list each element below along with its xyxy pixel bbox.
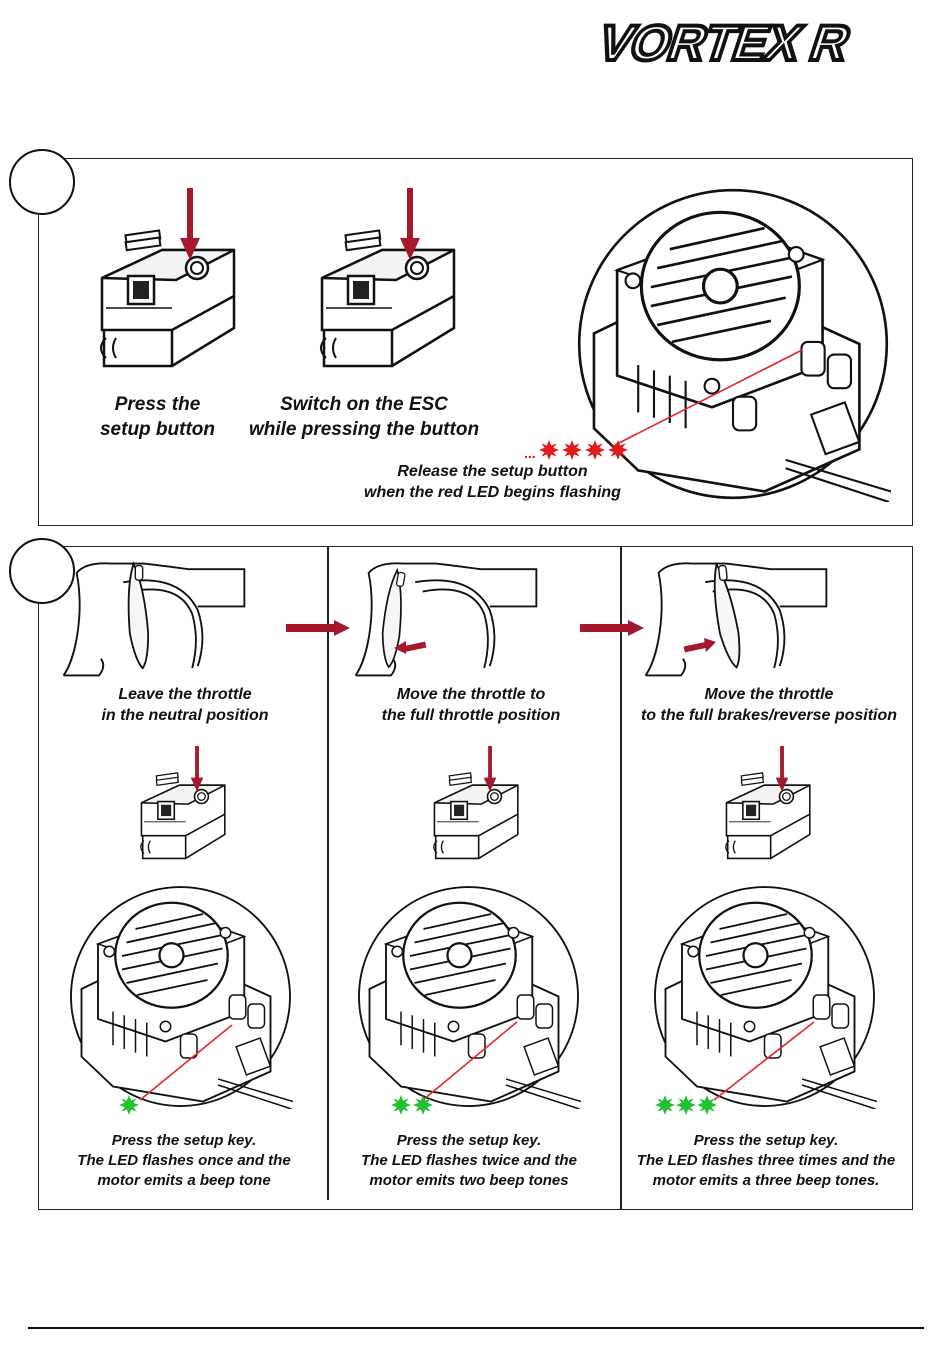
led-ellipsis: ... <box>524 445 536 461</box>
caption-throttle-brake: Move the throttle to the full brakes/rev… <box>640 686 898 724</box>
step2-panel <box>38 546 913 1210</box>
vortex-r-logo: VORTEX R <box>589 13 859 73</box>
throttle-full-illustration <box>350 552 555 687</box>
column-divider-2 <box>620 546 622 1210</box>
transition-arrow-1 <box>286 620 350 636</box>
green-led-col2 <box>391 1021 518 1115</box>
switch-press-illustration <box>92 188 242 378</box>
caption-led-twice: Press the setup key. The LED flashes twi… <box>361 1132 577 1189</box>
caption-led-three: Press the setup key. The LED flashes thr… <box>636 1132 896 1189</box>
switch-illustration-col3 <box>720 746 815 866</box>
step1-number-circle <box>9 149 75 215</box>
column-divider-1 <box>327 546 329 1200</box>
caption-switch-on: Switch on the ESC while pressing the but… <box>248 394 480 440</box>
red-led-indicators <box>539 349 803 460</box>
switch-illustration-col2 <box>428 746 523 866</box>
caption-throttle-full: Move the throttle to the full throttle p… <box>381 686 561 724</box>
footer-rule <box>28 1327 924 1329</box>
caption-release-setup: Release the setup button when the red LE… <box>364 463 621 501</box>
switch-illustration-col1 <box>135 746 230 866</box>
throttle-neutral-illustration <box>58 552 263 687</box>
caption-throttle-neutral: Leave the throttle in the neutral positi… <box>101 686 269 724</box>
transition-arrow-2 <box>580 620 644 636</box>
throttle-brake-illustration <box>640 561 845 687</box>
caption-press-setup: Press the setup button <box>99 394 216 440</box>
green-led-col1 <box>119 1024 233 1115</box>
switch-on-illustration <box>312 188 462 378</box>
step2-number-circle <box>9 538 75 604</box>
caption-led-once: Press the setup key. The LED flashes onc… <box>77 1132 291 1189</box>
step1-panel <box>38 158 913 526</box>
green-led-col3 <box>655 1021 815 1115</box>
logo-wordmark: VORTEX R <box>591 15 857 71</box>
